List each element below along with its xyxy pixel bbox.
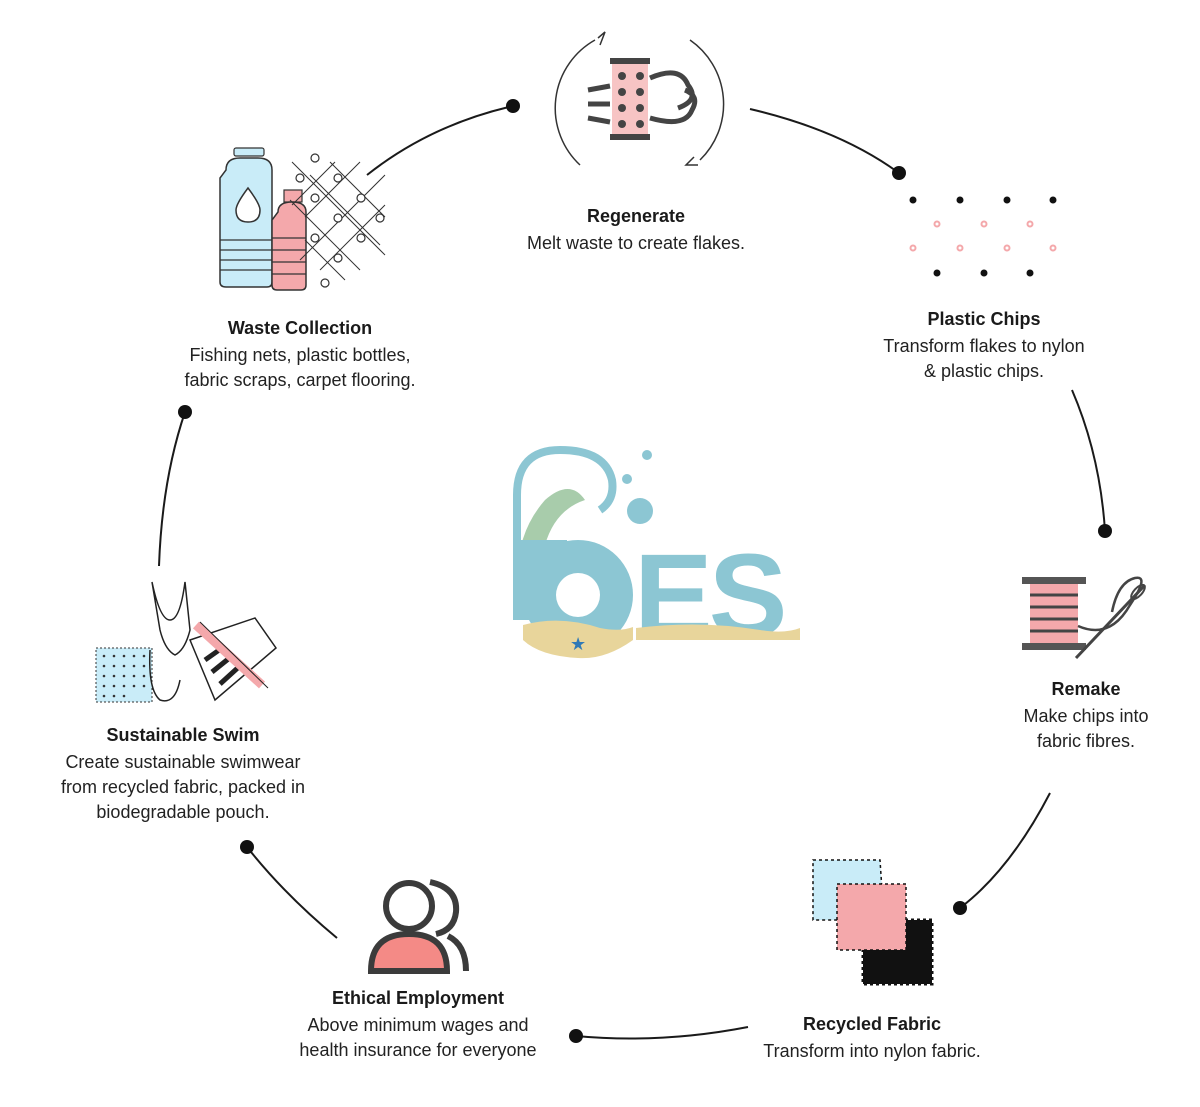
logo-bubble — [627, 498, 653, 524]
step-title: Ethical Employment — [331, 988, 505, 1008]
logo-star: ★ — [570, 634, 586, 655]
step-description: fabric scraps, carpet flooring. — [184, 370, 416, 390]
step-recycled-fabric: Recycled Fabric Transform into nylon fab… — [722, 1014, 1022, 1064]
connector-dot — [506, 99, 520, 113]
step-plastic-chips: Plastic Chips Transform flakes to nylon … — [834, 309, 1134, 384]
step-title: Recycled Fabric — [802, 1014, 942, 1034]
fabric-swatches-icon — [812, 859, 934, 986]
step-description: Above minimum wages and — [307, 1015, 529, 1035]
connector-regenerate-to-chips — [749, 108, 900, 174]
step-remake: Remake Make chips into fabric fibres. — [936, 679, 1200, 754]
step-description: Create sustainable swimwear — [65, 752, 301, 772]
connector-dots — [178, 99, 1112, 1043]
cycle-connectors — [158, 105, 1106, 1040]
connector-fabric-to-ethical — [575, 1026, 749, 1040]
step-description: Fishing nets, plastic bottles, — [189, 345, 411, 365]
bes-logo: ★ ES — [513, 445, 800, 662]
step-ethical-employment: Ethical Employment Above minimum wages a… — [268, 988, 568, 1063]
connector-dot — [892, 166, 906, 180]
swimsuit-icon — [95, 581, 278, 703]
logo-bubble — [622, 474, 632, 484]
step-description: & plastic chips. — [923, 361, 1045, 381]
connector-dot — [569, 1029, 583, 1043]
step-description: Transform flakes to nylon — [883, 336, 1085, 356]
connector-dot — [1098, 524, 1112, 538]
regenerate-icon — [554, 31, 725, 166]
connector-remake-to-fabric — [959, 792, 1051, 909]
step-description: fabric fibres. — [1036, 731, 1136, 751]
step-description: health insurance for everyone — [299, 1040, 537, 1060]
step-title: Waste Collection — [227, 318, 373, 338]
connector-ethical-to-swim — [246, 846, 338, 939]
connector-chips-to-remake — [1071, 389, 1106, 532]
step-description: from recycled fabric, packed in — [60, 777, 306, 797]
step-title: Sustainable Swim — [106, 725, 260, 745]
connector-swim-to-waste — [158, 411, 186, 567]
bottles-net-icon — [219, 147, 386, 291]
connector-dot — [953, 901, 967, 915]
connector-waste-to-regenerate — [366, 105, 514, 176]
spool-needle-icon — [1022, 576, 1147, 660]
connector-dot — [240, 840, 254, 854]
step-description: Make chips into — [1023, 706, 1149, 726]
step-waste-collection: Waste Collection Fishing nets, plastic b… — [150, 318, 450, 393]
step-description: Transform into nylon fabric. — [763, 1041, 981, 1061]
step-title: Plastic Chips — [927, 309, 1041, 329]
step-title: Remake — [1051, 679, 1121, 699]
step-description: biodegradable pouch. — [96, 802, 270, 822]
step-title: Regenerate — [586, 206, 686, 226]
connector-dot — [178, 405, 192, 419]
step-regenerate: Regenerate Melt waste to create flakes. — [486, 206, 786, 256]
plastic-chips-icon — [909, 196, 1057, 277]
logo-bubble — [642, 450, 652, 460]
step-description: Melt waste to create flakes. — [526, 233, 746, 253]
people-icon — [367, 879, 469, 974]
step-sustainable-swim: Sustainable Swim Create sustainable swim… — [33, 725, 333, 825]
logo-text: ES — [634, 530, 784, 662]
